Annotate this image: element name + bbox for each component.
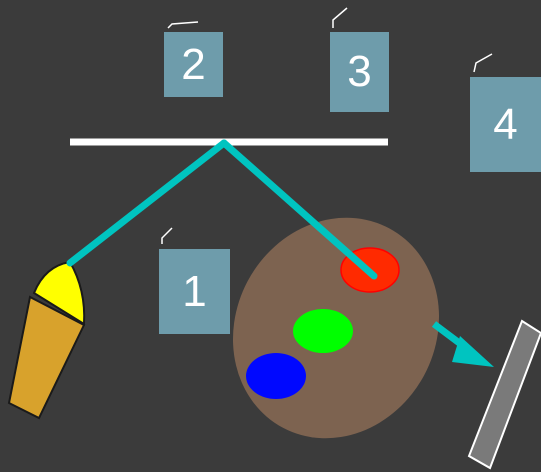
label-box-2-text: 2 [181,39,206,89]
label-box-1: 1 [159,249,230,334]
label-3-tick [332,7,348,28]
label-1-tick [161,227,173,244]
label-box-2: 2 [164,32,223,97]
label-2-tick [167,21,199,29]
blue-paint-dot [246,353,306,399]
reflected-ray [220,139,378,280]
screen-panel-icon [467,319,541,470]
outgoing-ray-arrowhead [452,336,494,367]
label-4-tick [473,53,493,73]
label-box-4-text: 4 [493,99,518,149]
flashlight-body [7,295,86,420]
label-box-4: 4 [470,77,541,172]
label-box-3: 3 [330,32,389,112]
label-box-1-text: 1 [182,266,207,316]
green-paint-dot [293,309,353,353]
incident-ray [66,139,228,267]
label-box-3-text: 3 [347,47,372,96]
